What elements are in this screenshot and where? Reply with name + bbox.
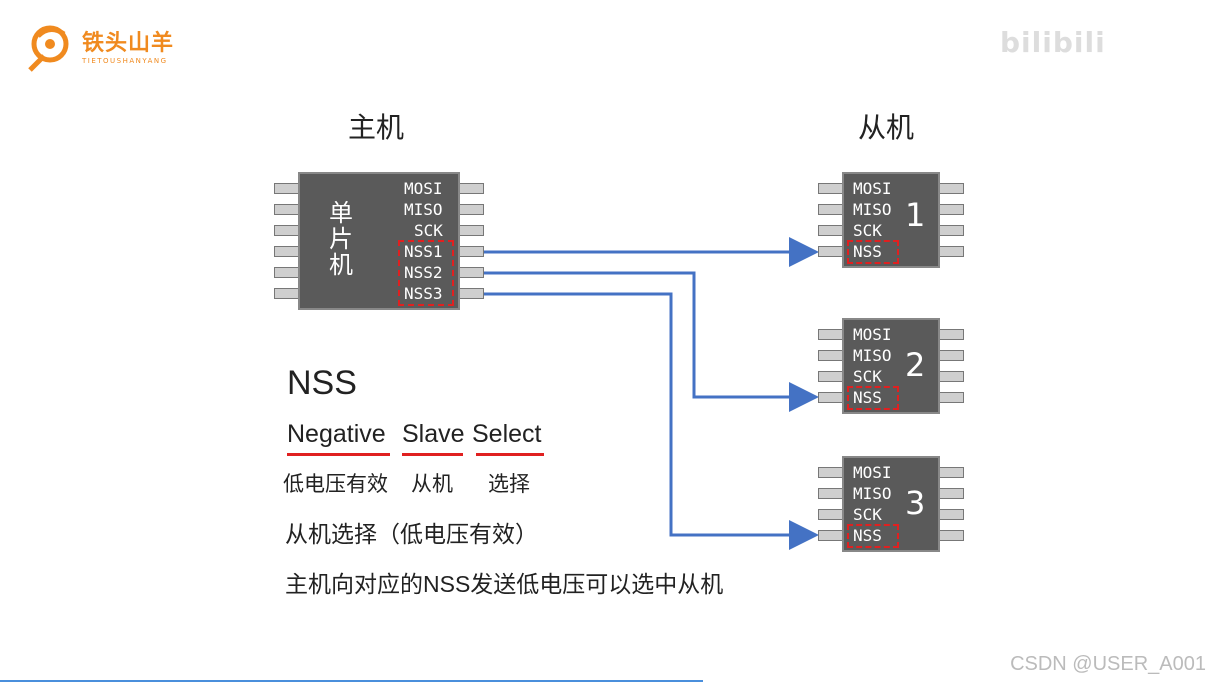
- slave-pin: [938, 350, 964, 361]
- note-line-1: 从机选择（低电压有效）: [285, 521, 538, 547]
- note-line-2: 主机向对应的NSS发送低电压可以选中从机: [285, 571, 724, 597]
- pin-label-nss: NSS: [853, 388, 882, 407]
- slave-pin: [938, 488, 964, 499]
- logo-title: 铁头山羊: [82, 30, 175, 56]
- expansion-word-select: Select: [472, 420, 542, 448]
- slave-pin: [938, 225, 964, 236]
- pin-label-mosi: MOSI: [404, 179, 443, 198]
- slave-pin: [818, 488, 844, 499]
- master-pin-right: [458, 246, 484, 257]
- goat-logo-icon: [28, 25, 69, 72]
- nss-highlight-box: [847, 240, 899, 264]
- mcu-name-char: 片: [329, 225, 353, 253]
- slave-heading: 从机: [858, 111, 915, 144]
- nss-highlight-box: [847, 524, 899, 548]
- slave-number: 1: [905, 196, 926, 234]
- slave-pin: [818, 392, 844, 403]
- slave-body: [842, 318, 940, 414]
- expansion-word-slave: Slave: [402, 420, 465, 448]
- pin-label-miso: MISO: [404, 200, 443, 219]
- slave-number: 2: [905, 346, 926, 384]
- underline-select: [476, 453, 544, 456]
- pin-label-mosi: MOSI: [853, 325, 892, 344]
- bilibili-watermark: bilibili: [1000, 26, 1106, 59]
- nss-title: NSS: [287, 364, 357, 402]
- slave-pin: [818, 225, 844, 236]
- slave-pin: [818, 183, 844, 194]
- pin-label-nss2: NSS2: [404, 263, 443, 282]
- slave-pin: [938, 392, 964, 403]
- underline-negative: [287, 453, 390, 456]
- slave-pin: [818, 204, 844, 215]
- nss-highlight-box: [398, 240, 454, 306]
- master-pin-right: [458, 204, 484, 215]
- master-pin-left: [274, 246, 300, 257]
- pin-label-nss: NSS: [853, 526, 882, 545]
- pin-label-miso: MISO: [853, 346, 892, 365]
- slave-pin: [818, 530, 844, 541]
- progress-line: [0, 680, 703, 682]
- pin-label-nss3: NSS3: [404, 284, 443, 303]
- master-pin-right: [458, 225, 484, 236]
- master-heading: 主机: [348, 111, 405, 144]
- underline-slave: [402, 453, 463, 456]
- slave-pin: [818, 467, 844, 478]
- pin-label-miso: MISO: [853, 200, 892, 219]
- wire-nss3: [484, 292, 819, 550]
- slave-pin: [938, 329, 964, 340]
- slave-pin: [818, 371, 844, 382]
- slave-pin: [818, 350, 844, 361]
- meaning-select: 选择: [488, 473, 530, 496]
- pin-label-sck: SCK: [853, 221, 882, 240]
- pin-label-nss: NSS: [853, 242, 882, 261]
- master-pin-left: [274, 204, 300, 215]
- master-pin-right: [458, 183, 484, 194]
- master-pin-right: [458, 288, 484, 299]
- slave-pin: [938, 204, 964, 215]
- mcu-name-char: 单: [329, 199, 353, 227]
- pin-label-sck: SCK: [853, 505, 882, 524]
- slave-pin: [938, 467, 964, 478]
- pin-label-nss1: NSS1: [404, 242, 443, 261]
- nss-highlight-box: [847, 386, 899, 410]
- meaning-low-active: 低电压有效: [283, 473, 388, 496]
- slave-pin: [938, 509, 964, 520]
- slave-body: [842, 172, 940, 268]
- master-pin-left: [274, 183, 300, 194]
- slave-pin: [818, 509, 844, 520]
- logo-subtitle: TIETOUSHANYANG: [82, 56, 168, 65]
- meaning-slave: 从机: [411, 473, 453, 496]
- expansion-word-negative: Negative: [287, 420, 386, 448]
- master-pin-left: [274, 288, 300, 299]
- wire-nss2: [484, 271, 819, 412]
- slave-body: [842, 456, 940, 552]
- slave-pin: [938, 371, 964, 382]
- csdn-watermark: CSDN @USER_A001: [1010, 653, 1206, 675]
- pin-label-mosi: MOSI: [853, 179, 892, 198]
- logo: 铁头山羊 TIETOUSHANYANG: [24, 22, 174, 74]
- slave-pin: [818, 329, 844, 340]
- slave-pin: [818, 246, 844, 257]
- master-pin-right: [458, 267, 484, 278]
- master-pin-left: [274, 225, 300, 236]
- slave-number: 3: [905, 484, 926, 522]
- pin-label-sck: SCK: [853, 367, 882, 386]
- pin-label-sck: SCK: [414, 221, 443, 240]
- slave-pin: [938, 246, 964, 257]
- master-pin-left: [274, 267, 300, 278]
- pin-label-mosi: MOSI: [853, 463, 892, 482]
- pin-label-miso: MISO: [853, 484, 892, 503]
- slave-pin: [938, 530, 964, 541]
- mcu-name-char: 机: [329, 251, 353, 279]
- slave-pin: [938, 183, 964, 194]
